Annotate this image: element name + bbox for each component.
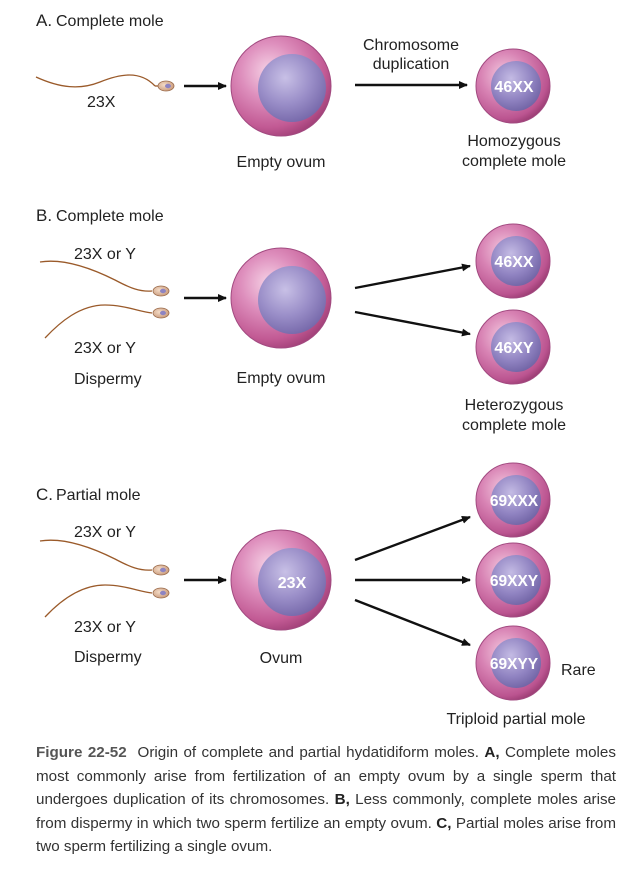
panel-c-letter: C. xyxy=(36,485,53,504)
result-nucleus xyxy=(491,475,541,525)
sperm-tail xyxy=(39,260,153,292)
process-c-label: Dispermy xyxy=(74,649,142,666)
figure-label: Figure 22-52 xyxy=(36,744,127,761)
result-nucleus xyxy=(491,236,541,286)
result-b-caption-line2: complete mole xyxy=(462,417,566,434)
result-nucleus xyxy=(491,322,541,372)
rare-label: Rare xyxy=(561,662,596,679)
result-b-46xy: 46XY xyxy=(475,309,551,385)
result-c-3-inner: 69XYY xyxy=(490,656,539,673)
arrow-b-to-46xx xyxy=(354,263,471,290)
sperm-c-label-top: 23X or Y xyxy=(74,524,136,541)
sperm-a xyxy=(35,74,175,92)
arrow-a-label-line2: duplication xyxy=(373,56,450,73)
caption-c-marker: C, xyxy=(436,814,452,832)
result-nucleus xyxy=(491,61,541,111)
result-c-69xxy: 69XXY xyxy=(475,542,551,618)
sperm-nucleus xyxy=(160,567,166,573)
result-b-top-inner: 46XX xyxy=(494,254,533,271)
panel-a-title: Complete mole xyxy=(56,13,164,30)
result-b-caption-line1: Heterozygous xyxy=(465,397,564,414)
panel-c-title: Partial mole xyxy=(56,487,141,504)
caption-b-text: Less commonly, complete moles arise from… xyxy=(36,791,616,832)
egg-c-label: Ovum xyxy=(260,650,303,667)
arrow-b-to-46xy xyxy=(354,310,471,337)
panel-c: C. Partial mole 23X or Y 23X or Y Disper… xyxy=(36,462,596,728)
sperm-tail xyxy=(35,74,156,88)
result-a-caption-line1: Homozygous xyxy=(467,133,560,150)
result-c-1-inner: 69XXX xyxy=(490,493,539,510)
result-a-inner: 46XX xyxy=(494,79,533,96)
ovum-nucleus xyxy=(258,266,326,334)
arrow-a-label-line1: Chromosome xyxy=(363,37,459,54)
caption-a-marker: A, xyxy=(484,744,500,761)
result-b-bottom-inner: 46XY xyxy=(494,340,533,357)
ovum-c: 23X xyxy=(230,529,332,631)
sperm-nucleus xyxy=(160,288,166,294)
sperm-tail xyxy=(39,539,153,571)
sperm-c-top xyxy=(39,539,170,576)
process-b-label: Dispermy xyxy=(74,371,142,388)
sperm-nucleus xyxy=(165,83,171,89)
arrow-c-to-69xxx xyxy=(354,515,471,562)
result-b-46xx: 46XX xyxy=(475,223,551,299)
sperm-nucleus xyxy=(160,590,166,596)
panel-b-title: Complete mole xyxy=(56,208,164,225)
sperm-tail xyxy=(44,304,153,339)
sperm-tail xyxy=(44,584,153,618)
result-c-2-inner: 69XXY xyxy=(490,573,539,590)
figure-caption: Figure 22-52 Origin of complete and part… xyxy=(36,741,616,859)
caption-c-text: Partial moles arise from two sperm ferti… xyxy=(36,814,616,856)
sperm-c-bottom xyxy=(44,584,170,618)
panel-b-letter: B. xyxy=(36,206,52,225)
panel-a: A. Complete mole 23X Empty ovum Chromoso… xyxy=(35,11,566,171)
sperm-b-top xyxy=(39,260,170,297)
sperm-nucleus xyxy=(160,310,166,316)
result-c-caption: Triploid partial mole xyxy=(446,711,585,728)
result-c-69xyy: 69XYY xyxy=(475,625,551,701)
egg-c-inner: 23X xyxy=(278,575,307,592)
sperm-b-label-top: 23X or Y xyxy=(74,246,136,263)
sperm-b-bottom xyxy=(44,304,170,339)
sperm-c-label-bottom: 23X or Y xyxy=(74,619,136,636)
result-a-46xx: 46XX xyxy=(475,48,551,124)
mole-origin-diagram: A. Complete mole 23X Empty ovum Chromoso… xyxy=(35,11,596,728)
caption-intro: Origin of complete and partial hydatidif… xyxy=(137,744,479,761)
sperm-a-label: 23X xyxy=(87,94,116,111)
ovum-nucleus xyxy=(258,548,326,616)
panel-b: B. Complete mole 23X or Y 23X or Y Dispe… xyxy=(36,206,566,434)
result-a-caption-line2: complete mole xyxy=(462,153,566,170)
empty-ovum-a xyxy=(230,35,332,137)
result-nucleus xyxy=(491,638,541,688)
result-c-69xxx: 69XXX xyxy=(475,462,551,538)
empty-ovum-b xyxy=(230,247,332,349)
sperm-b-label-bottom: 23X or Y xyxy=(74,340,136,357)
egg-b-label: Empty ovum xyxy=(237,370,326,387)
panel-a-letter: A. xyxy=(36,11,52,30)
egg-a-label: Empty ovum xyxy=(237,154,326,171)
ovum-nucleus xyxy=(258,54,326,122)
arrow-c-to-69xyy xyxy=(354,598,471,647)
result-nucleus xyxy=(491,555,541,605)
caption-b-marker: B, xyxy=(334,791,350,809)
caption-a-text: Complete moles most commonly arise from … xyxy=(36,744,616,809)
